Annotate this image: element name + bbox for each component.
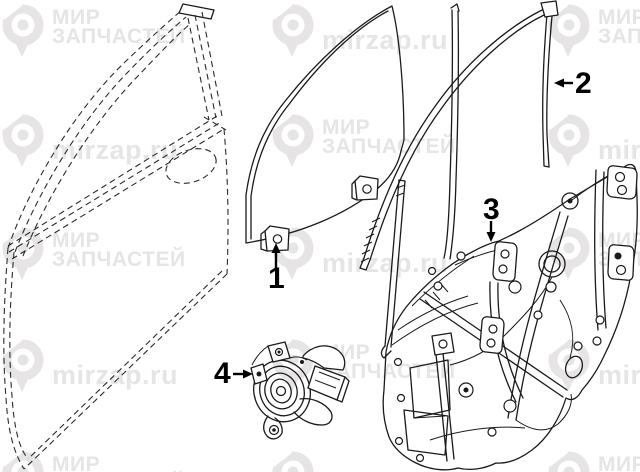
watermark-brand-line2: ЗАПЧАСТЕЙ bbox=[598, 25, 640, 48]
watermark-site-text: mirzap.ru bbox=[598, 135, 640, 165]
channel-top-cap bbox=[540, 0, 559, 18]
watermark-brand-line1: МИР bbox=[322, 116, 371, 139]
door-outline bbox=[3, 3, 229, 470]
callout-3-number: 3 bbox=[483, 193, 500, 226]
watermark-tile-brand: МИР ЗАПЧАСТЕЙ bbox=[0, 450, 186, 472]
watermark-brand-line2: ЗАПЧАСТЕЙ bbox=[52, 25, 186, 48]
watermark-brand-text: МИР ЗАПЧАСТЕЙ bbox=[52, 229, 186, 281]
watermark-brand-line2: ЗАПЧАСТЕЙ bbox=[322, 360, 456, 383]
watermark-brand-line2: ЗАПЧАСТЕЙ bbox=[52, 248, 186, 271]
glass-bracket-front bbox=[260, 225, 290, 252]
watermark-brand-line1: МИР bbox=[598, 453, 640, 472]
watermark-tile-site: mirzap.ru bbox=[270, 226, 448, 281]
callout-3-arrowhead bbox=[486, 232, 496, 242]
watermark-brand-text: МИР ЗАПЧАСТЕЙ bbox=[322, 116, 456, 168]
callout-3: 3 bbox=[483, 193, 500, 242]
rear-division-bar bbox=[443, 3, 460, 260]
watermark-site-text: mirzap.ru bbox=[598, 360, 640, 390]
door-glass bbox=[245, 5, 405, 244]
watermark-brand-text: МИР ЗАПЧАСТЕЙ bbox=[52, 6, 186, 58]
regulator-left-bracket bbox=[431, 332, 455, 356]
callout-4: 4 bbox=[214, 357, 253, 390]
glass-run-channel bbox=[359, 0, 559, 271]
watermark-tile-brand: МИР ЗАПЧАСТЕЙ bbox=[546, 3, 640, 58]
watermark-tile-site: mirzap.ru bbox=[0, 113, 178, 168]
regulator-corner-bracket bbox=[606, 165, 638, 200]
watermark-brand-text: МИР ЗАПЧАСТЕЙ bbox=[598, 453, 640, 472]
callout-2: 2 bbox=[554, 67, 592, 100]
callout-1-arrowhead bbox=[271, 243, 281, 253]
watermark-tile-site: mirzap.ru bbox=[546, 113, 640, 168]
regulator-mid-bracket bbox=[479, 316, 505, 354]
watermark-tile-site: mirzap.ru bbox=[0, 338, 178, 393]
mirror-mount-oval bbox=[165, 148, 217, 184]
watermark-tile-site: mirzap.ru bbox=[546, 338, 640, 393]
callout-1: 1 bbox=[268, 243, 285, 295]
frame-corner-cap bbox=[178, 3, 215, 20]
callout-2-arrowhead bbox=[554, 78, 564, 88]
callout-2-number: 2 bbox=[575, 67, 592, 100]
callout-1-number: 1 bbox=[268, 262, 285, 295]
window-motor bbox=[250, 341, 350, 440]
watermark-tile-brand: МИР ЗАПЧАСТЕЙ bbox=[0, 226, 186, 281]
watermark-site-text: mirzap.ru bbox=[322, 248, 449, 278]
watermark-brand-text: МИР ЗАПЧАСТЕЙ bbox=[598, 6, 640, 58]
regulator-top-bracket bbox=[492, 241, 518, 282]
callout-4-number: 4 bbox=[214, 357, 231, 390]
watermark-brand-line2: ЗАПЧАСТЕЙ bbox=[322, 135, 456, 158]
motor-left-tab bbox=[250, 363, 268, 385]
window-regulator-panel bbox=[382, 163, 638, 471]
watermark-site-text: mirzap.ru bbox=[52, 135, 179, 165]
watermark-brand-text: МИР ЗАПЧАСТЕЙ bbox=[52, 453, 186, 472]
watermark-brand-line1: МИР bbox=[52, 453, 101, 472]
watermark-tile-brand: МИР ЗАПЧАСТЕЙ bbox=[0, 3, 186, 58]
front-guide-rail bbox=[380, 179, 406, 359]
regulator-right-bracket bbox=[607, 244, 635, 281]
watermark-brand-line1: МИР bbox=[52, 6, 101, 29]
motor-top-tab bbox=[267, 341, 291, 363]
watermark-tile-brand: МИР ЗАПЧАСТЕЙ bbox=[270, 113, 456, 168]
watermark-brand-line1: МИР bbox=[52, 229, 101, 252]
glass-bracket-rear bbox=[351, 175, 379, 201]
watermark-tile-brand: МИР ЗАПЧАСТЕЙ bbox=[546, 450, 640, 472]
motor-bottom-eyelet bbox=[263, 415, 283, 440]
watermark-site-text: mirzap.ru bbox=[52, 360, 179, 390]
watermark-brand-line1: МИР bbox=[598, 6, 640, 29]
motor-connector bbox=[307, 365, 350, 403]
callout-4-arrowhead bbox=[243, 369, 253, 379]
